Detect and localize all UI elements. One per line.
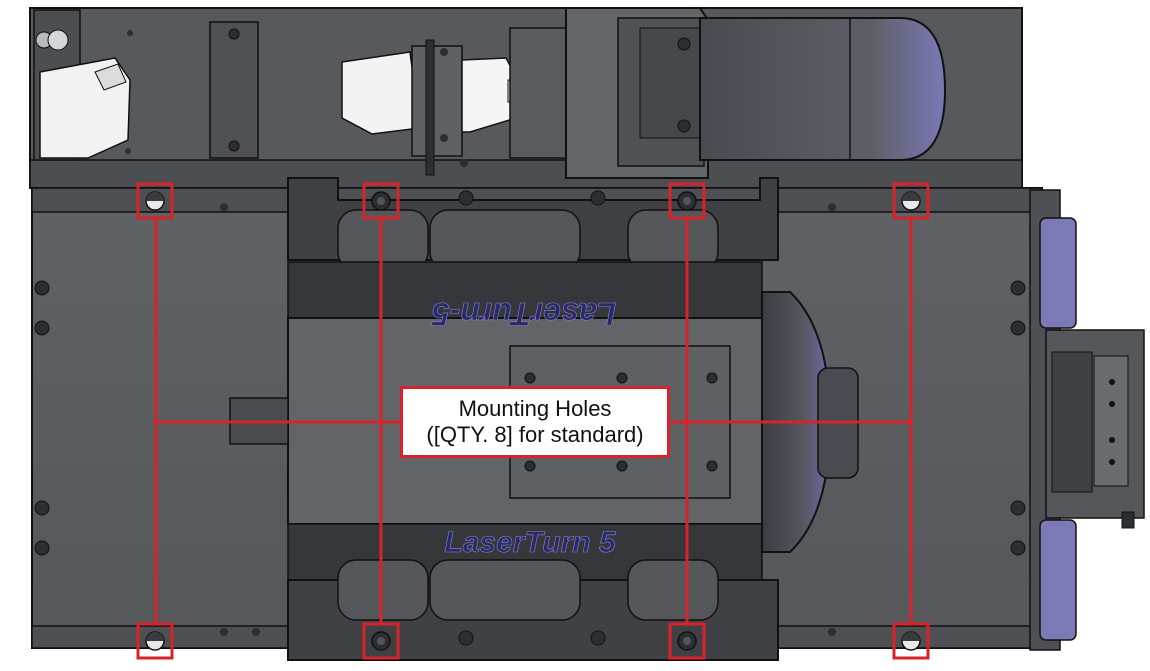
mounting-hole-markers [136, 182, 930, 660]
laserturn-body [229, 177, 859, 661]
mounting-hole-2 [362, 182, 400, 220]
logo-top-mirrored: LaserTurn-5 [431, 296, 617, 332]
callout-leaders [154, 218, 913, 624]
callout-title: Mounting Holes [458, 396, 612, 421]
connector-left [33, 9, 131, 161]
right-end-assembly [1029, 189, 1145, 651]
mounting-hole-4 [892, 182, 930, 220]
mounting-hole-8 [892, 622, 930, 660]
callout-subtitle: ([QTY. 8] for standard) [426, 422, 644, 447]
logo-bottom: LaserTurn 5 [444, 526, 616, 559]
mounting-hole-6 [362, 622, 400, 660]
upper-bracket [509, 7, 947, 179]
mounting-hole-5 [136, 622, 174, 660]
mounting-hole-7 [668, 622, 706, 660]
mounting-holes-callout: Mounting Holes ([QTY. 8] for standard) [400, 386, 670, 458]
mounting-hole-3 [668, 182, 706, 220]
mounting-hole-1 [136, 182, 174, 220]
logo-group: LaserTurn-5 LaserTurn 5 [430, 296, 617, 560]
